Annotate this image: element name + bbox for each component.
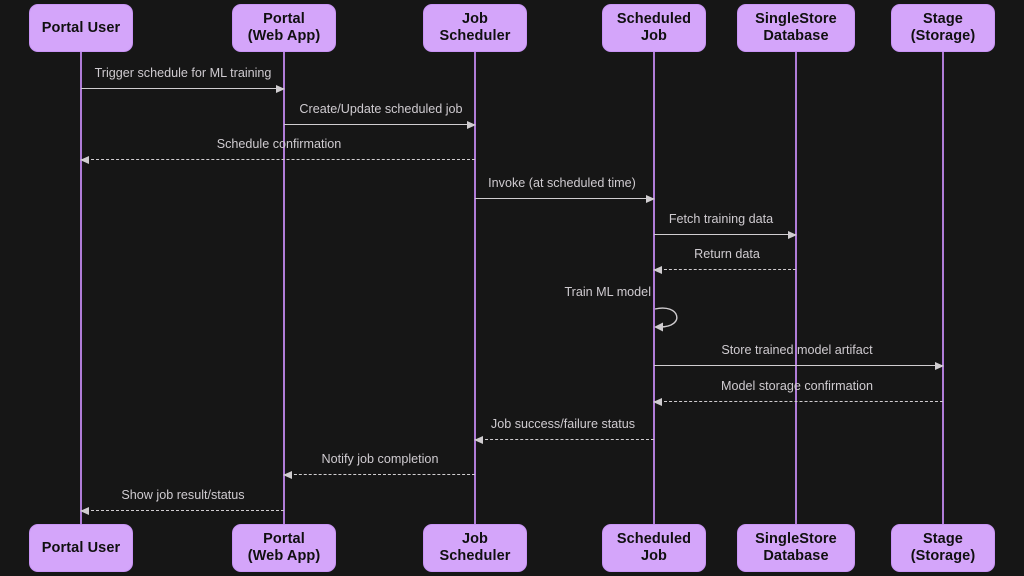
message-line-m2: [284, 120, 476, 129]
actor-box-top-singlestore-db[interactable]: SingleStore Database: [737, 4, 855, 52]
arrowhead-right: [467, 120, 476, 129]
actor-box-top-portal-user[interactable]: Portal User: [29, 4, 133, 52]
actor-label-stage-storage: Stage (Storage): [910, 531, 976, 564]
actor-label-singlestore-db: SingleStore Database: [755, 11, 837, 44]
arrowhead-right: [646, 194, 655, 203]
actor-label-job-scheduler: Job Scheduler: [439, 531, 511, 564]
actor-box-top-portal-web-app[interactable]: Portal (Web App): [232, 4, 336, 52]
message-line-m4: [475, 194, 655, 203]
message-line-m1: [81, 84, 285, 93]
message-label-m9: Model storage confirmation: [721, 379, 873, 393]
actor-box-top-job-scheduler[interactable]: Job Scheduler: [423, 4, 527, 52]
actor-box-bottom-singlestore-db[interactable]: SingleStore Database: [737, 524, 855, 572]
actor-label-scheduled-job: Scheduled Job: [616, 11, 692, 44]
actor-label-scheduled-job: Scheduled Job: [616, 531, 692, 564]
actor-box-bottom-scheduled-job[interactable]: Scheduled Job: [602, 524, 706, 572]
lifeline-singlestore-db: [795, 52, 797, 524]
actor-label-portal-web-app: Portal (Web App): [247, 11, 321, 44]
message-label-m4: Invoke (at scheduled time): [488, 176, 636, 190]
lifeline-stage-storage: [942, 52, 944, 524]
message-label-m5: Fetch training data: [668, 212, 774, 226]
message-line-m11: [283, 470, 475, 479]
message-line-m10: [474, 435, 654, 444]
actor-label-stage-storage: Stage (Storage): [910, 11, 976, 44]
message-line-m9: [653, 397, 943, 406]
arrowhead-left: [474, 435, 483, 444]
message-line-m3: [80, 155, 475, 164]
lifeline-portal-user: [80, 52, 82, 524]
actor-box-top-stage-storage[interactable]: Stage (Storage): [891, 4, 995, 52]
message-label-m2: Create/Update scheduled job: [299, 102, 463, 116]
message-line-m6: [653, 265, 796, 274]
actor-box-bottom-job-scheduler[interactable]: Job Scheduler: [423, 524, 527, 572]
arrowhead-left: [653, 397, 662, 406]
actor-box-top-scheduled-job[interactable]: Scheduled Job: [602, 4, 706, 52]
message-label-m12: Show job result/status: [121, 488, 245, 502]
message-label-m11: Notify job completion: [321, 452, 439, 466]
actor-label-singlestore-db: SingleStore Database: [755, 531, 837, 564]
lifeline-job-scheduler: [474, 52, 476, 524]
arrowhead-right: [276, 84, 285, 93]
message-line-m5: [654, 230, 797, 239]
actor-box-bottom-stage-storage[interactable]: Stage (Storage): [891, 524, 995, 572]
lifeline-scheduled-job: [653, 52, 655, 524]
message-label-m6: Return data: [694, 247, 760, 261]
arrowhead-left: [80, 155, 89, 164]
message-label-m7: Train ML model: [564, 285, 651, 299]
arrowhead-left: [283, 470, 292, 479]
actor-label-portal-web-app: Portal (Web App): [247, 531, 321, 564]
message-line-m8: [654, 361, 944, 370]
message-label-m1: Trigger schedule for ML training: [94, 66, 272, 80]
message-label-m3: Schedule confirmation: [216, 137, 342, 151]
actor-box-bottom-portal-web-app[interactable]: Portal (Web App): [232, 524, 336, 572]
message-line-m12: [80, 506, 284, 515]
actor-label-job-scheduler: Job Scheduler: [439, 11, 511, 44]
actor-label-portal-user: Portal User: [41, 19, 121, 36]
message-label-m10: Job success/failure status: [490, 417, 636, 431]
self-message-m7: [654, 307, 678, 332]
arrowhead-right: [935, 361, 944, 370]
actor-box-bottom-portal-user[interactable]: Portal User: [29, 524, 133, 572]
arrowhead-right: [788, 230, 797, 239]
arrowhead-left: [80, 506, 89, 515]
lifeline-portal-web-app: [283, 52, 285, 524]
actor-label-portal-user: Portal User: [41, 539, 121, 556]
arrowhead-left: [653, 265, 662, 274]
message-label-m8: Store trained model artifact: [721, 343, 873, 357]
